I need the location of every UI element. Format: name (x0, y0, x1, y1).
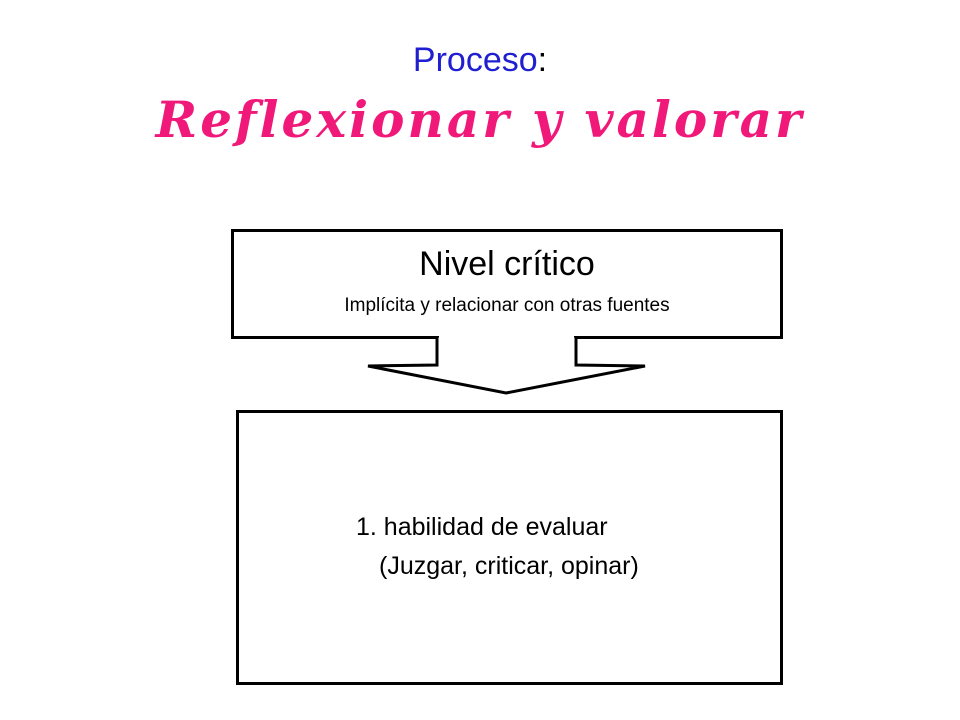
skill-item-detail: (Juzgar, criticar, opinar) (379, 552, 639, 580)
process-name-title: Reflexionar y valorar (155, 90, 805, 149)
slide-title-line-1: Proceso: (0, 41, 960, 79)
skill-item: 1. habilidad de evaluar (356, 513, 608, 541)
critical-level-subtitle: Implícita y relacionar con otras fuentes (344, 295, 670, 316)
down-arrow-shape (367, 336, 646, 395)
critical-level-box: Nivel crítico Implícita y relacionar con… (231, 229, 783, 339)
down-arrow-icon (367, 336, 646, 395)
process-label: Proceso (412, 41, 538, 79)
skill-box: 1. habilidad de evaluar (Juzgar, critica… (236, 410, 783, 685)
process-colon: : (537, 41, 548, 79)
arrow-mask (439, 336, 574, 341)
critical-level-title: Nivel crítico (419, 245, 595, 283)
